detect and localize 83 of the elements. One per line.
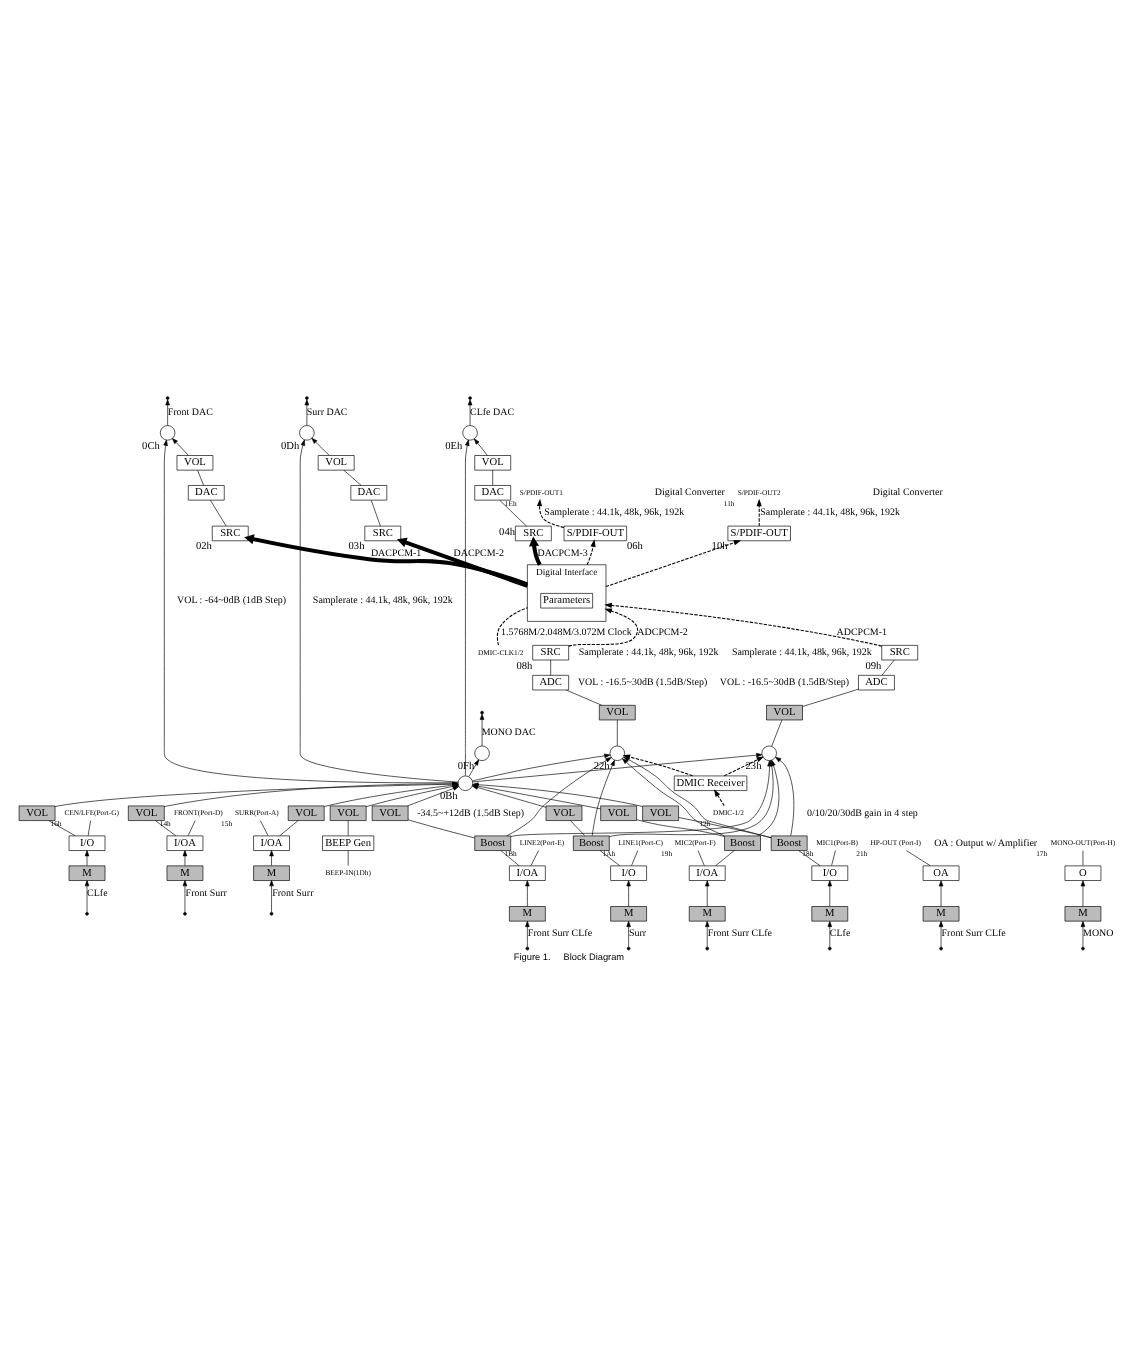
- arrow: [269, 880, 274, 913]
- node-circle: [299, 425, 315, 441]
- arrow: [396, 537, 529, 588]
- connector: [370, 499, 381, 527]
- connector: [697, 850, 705, 866]
- arrow: [525, 920, 530, 948]
- connector: [636, 819, 725, 837]
- node-circle: [159, 425, 176, 441]
- arrow: [1080, 920, 1086, 948]
- arrow: [622, 754, 694, 777]
- arrow: [165, 399, 170, 426]
- arrow: [506, 757, 612, 837]
- arrow: [473, 438, 488, 456]
- connector: [906, 850, 931, 867]
- connector: [715, 850, 735, 867]
- arrow: [827, 920, 832, 948]
- arrow: [723, 756, 765, 777]
- arrow: [756, 498, 762, 527]
- connector: [496, 607, 528, 646]
- arrow: [591, 759, 615, 837]
- connector: [499, 499, 527, 527]
- arrow: [604, 602, 883, 647]
- arrow: [938, 880, 944, 907]
- arrow: [163, 439, 459, 784]
- arrow: [1080, 880, 1086, 907]
- arrow: [536, 498, 565, 528]
- arrow: [626, 880, 631, 907]
- node-circle: [761, 745, 777, 761]
- arrow: [311, 438, 330, 456]
- arrow: [465, 439, 470, 777]
- arrow: [84, 850, 90, 866]
- arrow: [468, 759, 479, 777]
- connector: [616, 719, 618, 747]
- connector: [343, 469, 362, 486]
- arrow: [182, 850, 188, 866]
- arrow: [626, 920, 631, 948]
- node-circle: [457, 775, 474, 791]
- connector: [802, 688, 859, 707]
- node-circle: [474, 745, 490, 761]
- arrow: [299, 439, 459, 783]
- arrow: [182, 880, 188, 913]
- connector: [197, 469, 204, 486]
- arrow: [605, 540, 742, 588]
- arrow: [586, 539, 596, 566]
- arrow: [705, 920, 710, 948]
- arrow: [269, 850, 274, 866]
- arrow: [775, 756, 795, 837]
- arrow: [479, 713, 485, 747]
- node-circle: [462, 425, 478, 441]
- connector: [530, 850, 539, 866]
- connector: [279, 820, 299, 837]
- arrow: [705, 880, 710, 907]
- connector: [500, 850, 520, 867]
- connector: [550, 659, 551, 676]
- connector: [347, 820, 349, 836]
- arrow: [525, 880, 530, 907]
- connector: [347, 850, 349, 866]
- connector: [87, 820, 91, 836]
- arrow: [713, 789, 725, 807]
- arrow: [568, 608, 639, 647]
- arrow: [529, 536, 542, 566]
- connector: [881, 659, 895, 676]
- node-circle: [609, 745, 625, 761]
- arrow: [84, 880, 90, 913]
- connector: [407, 819, 475, 839]
- arrow: [827, 880, 832, 907]
- connector: [599, 850, 621, 867]
- connector: [798, 850, 821, 867]
- arrow: [304, 399, 310, 426]
- arrow: [622, 758, 725, 837]
- arrow: [467, 399, 473, 426]
- connector: [492, 469, 494, 486]
- arrow: [472, 752, 763, 783]
- connector: [48, 820, 76, 837]
- connector: [570, 820, 586, 836]
- arrow: [938, 920, 944, 948]
- arrow: [244, 534, 529, 587]
- arrow: [172, 438, 189, 456]
- connector: [565, 689, 602, 706]
- arrow: [472, 753, 611, 782]
- connector: [210, 499, 227, 527]
- connector: [155, 820, 177, 837]
- connector: [771, 719, 783, 747]
